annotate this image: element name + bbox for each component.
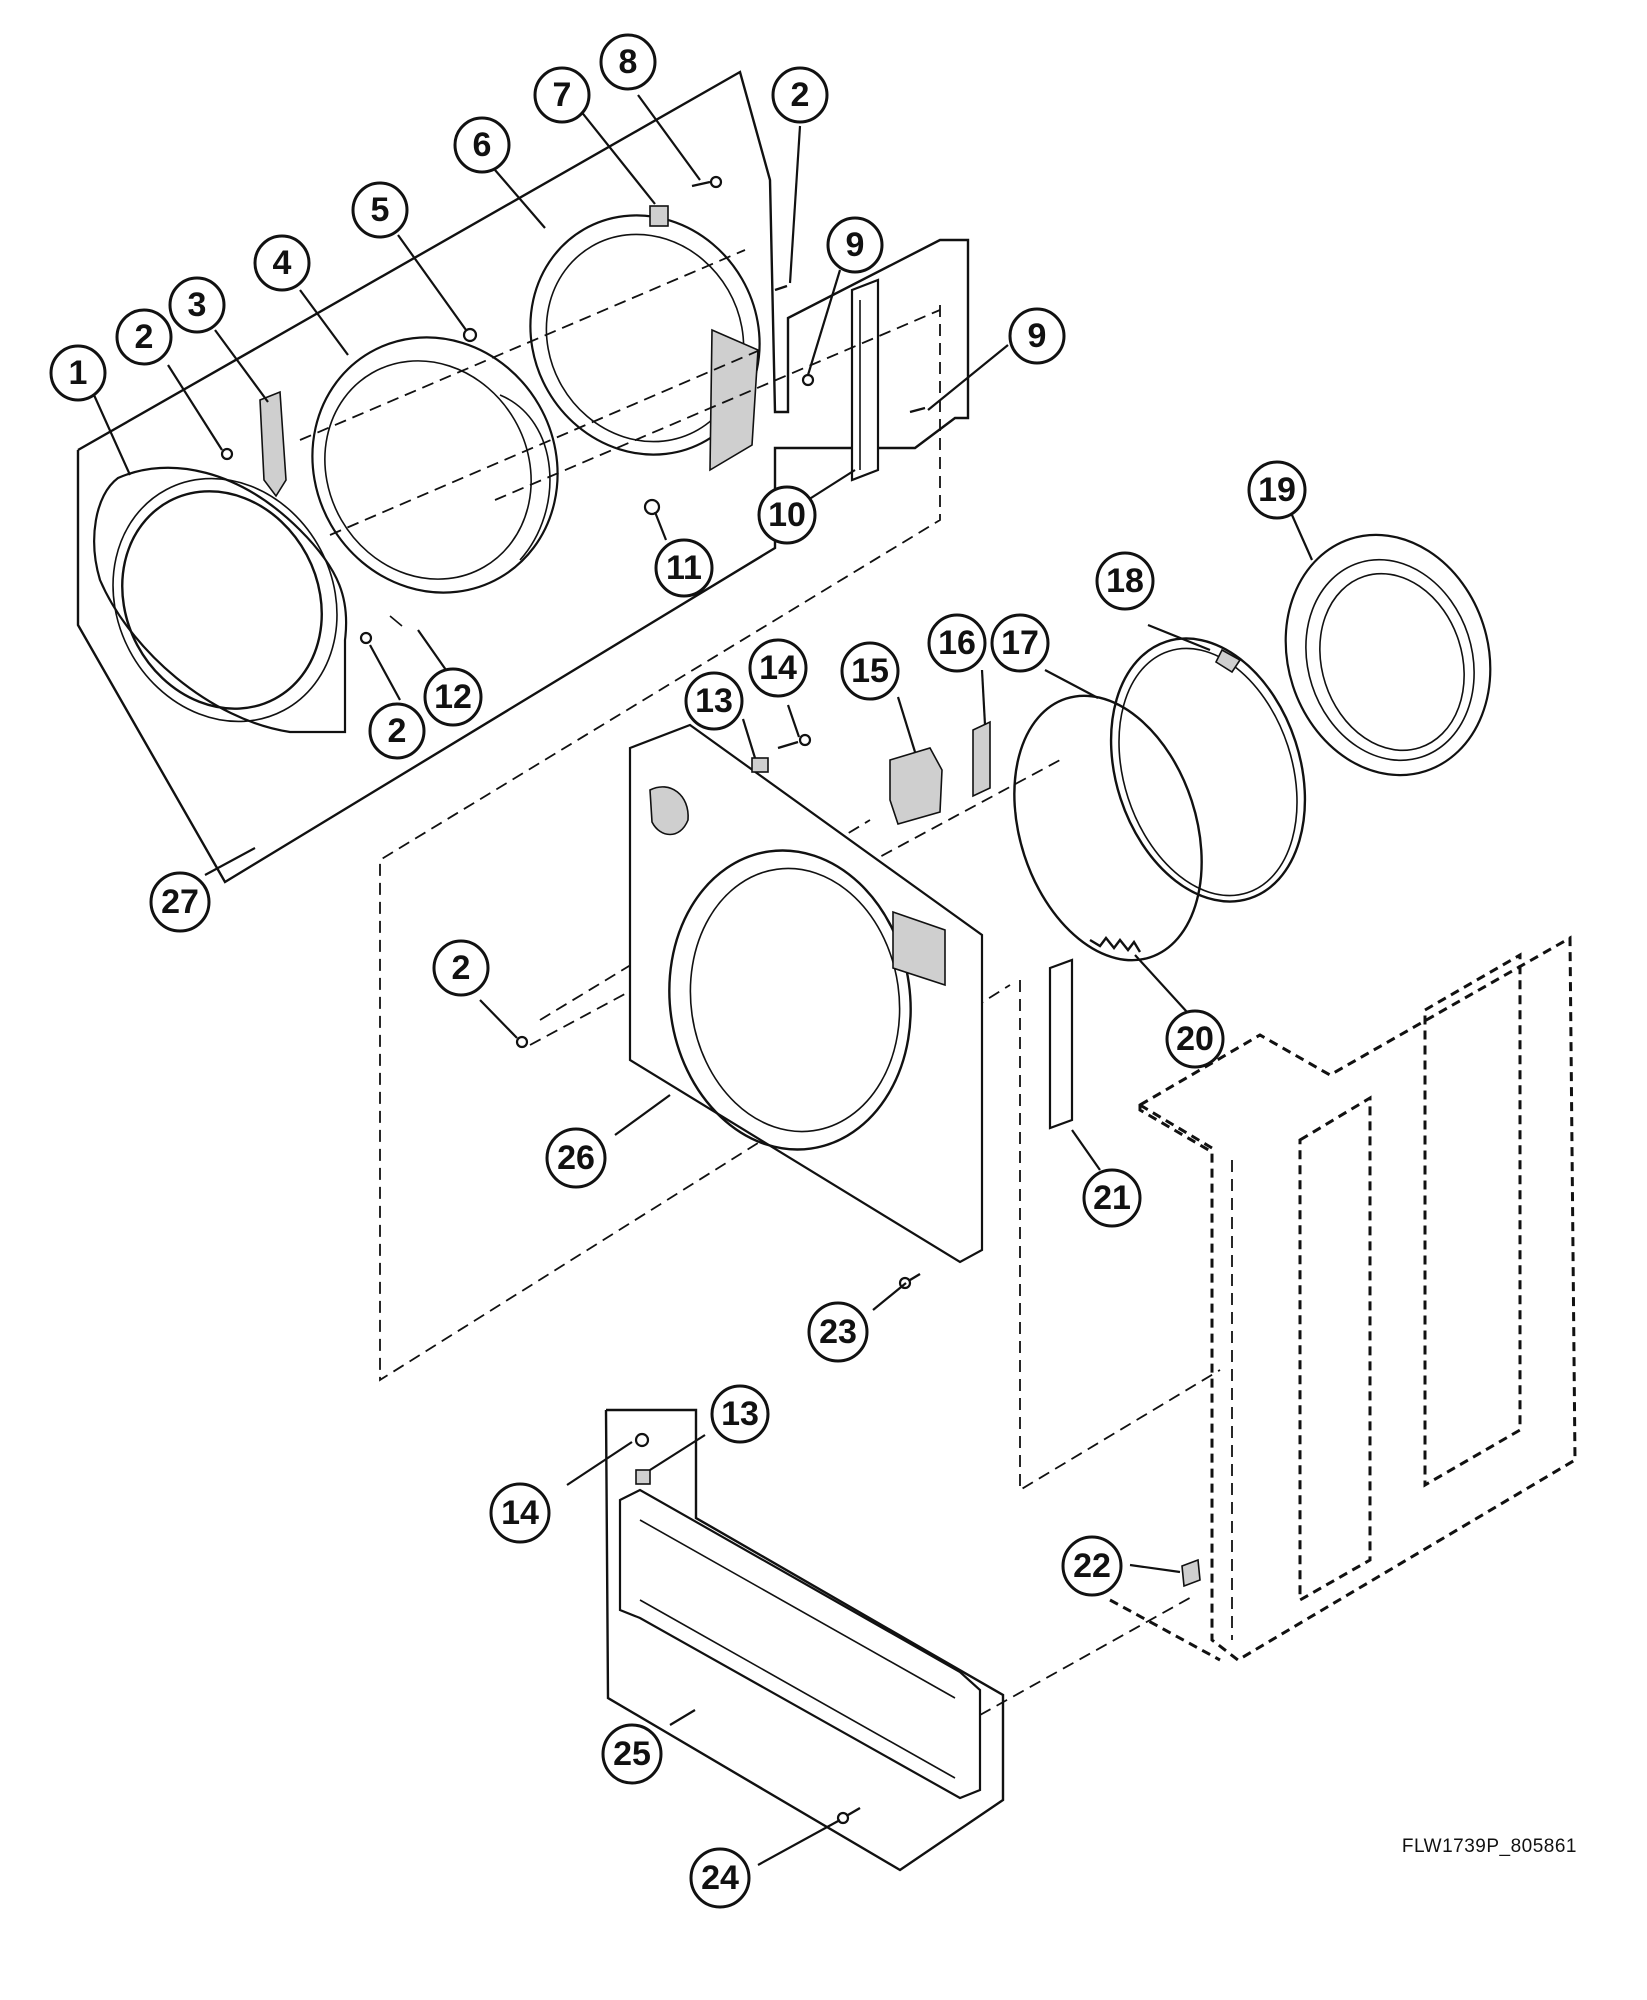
callout-19: 19: [1247, 460, 1307, 520]
callout-13-b: 13: [710, 1384, 770, 1444]
svg-text:13: 13: [721, 1395, 759, 1433]
callout-20: 20: [1165, 1009, 1225, 1069]
part-1-door-trim: [93, 466, 348, 734]
assembly-27-outline: [76, 70, 970, 884]
svg-text:9: 9: [846, 226, 865, 264]
callout-18: 18: [1095, 551, 1155, 611]
svg-text:22: 22: [1073, 1547, 1111, 1585]
assembly-25-outline: [604, 1408, 1005, 1872]
callout-12: 12: [423, 667, 483, 727]
callout-2-a: 2: [115, 308, 173, 366]
callout-25: 25: [601, 1723, 663, 1785]
svg-text:15: 15: [851, 652, 889, 690]
callout-2-e: 2: [432, 939, 490, 997]
callout-16: 16: [927, 613, 987, 673]
part-20-spring: [1089, 936, 1142, 953]
svg-text:11: 11: [666, 549, 702, 587]
small-fasteners-top: [220, 175, 788, 645]
svg-text:2: 2: [388, 712, 407, 750]
callout-27: 27: [149, 871, 211, 933]
callout-8: 8: [599, 33, 657, 91]
callout-4: 4: [253, 234, 311, 292]
svg-text:14: 14: [501, 1494, 539, 1532]
kick-panel: [618, 1432, 982, 1825]
svg-text:2: 2: [791, 76, 810, 114]
svg-text:5: 5: [371, 191, 390, 229]
part-22-clip: [1181, 1558, 1201, 1588]
svg-text:10: 10: [768, 496, 806, 534]
svg-text:3: 3: [188, 286, 207, 324]
callout-5: 5: [351, 181, 409, 239]
part-17-wire-clamp: [1013, 694, 1203, 962]
svg-text:2: 2: [135, 318, 154, 356]
callout-10: 10: [757, 485, 817, 545]
callout-2-b: 2: [771, 66, 829, 124]
svg-text:25: 25: [613, 1735, 651, 1773]
svg-text:8: 8: [619, 43, 638, 81]
svg-text:24: 24: [701, 1859, 739, 1897]
callout-21: 21: [1082, 1168, 1142, 1228]
svg-text:21: 21: [1093, 1179, 1131, 1217]
callout-3: 3: [168, 276, 226, 334]
callout-9-b: 9: [1008, 307, 1066, 365]
drawing-reference-code: FLW1739P_805861: [1401, 1836, 1577, 1857]
part-15-latch: [889, 747, 943, 825]
svg-text:27: 27: [161, 883, 199, 921]
cabinet-reference-dashed: [1109, 935, 1577, 1662]
callout-1: 1: [49, 344, 107, 402]
callout-14-a: 14: [748, 638, 808, 698]
callouts: 1 2 3 4 5 6 7 8 2 9 9 2 10 11 12 2 27 13…: [49, 33, 1307, 1909]
svg-text:1: 1: [69, 354, 88, 392]
callout-23: 23: [807, 1301, 869, 1363]
svg-text:6: 6: [473, 126, 492, 164]
callout-2-d: 2: [368, 702, 426, 760]
callout-24: 24: [689, 1847, 751, 1909]
svg-text:19: 19: [1258, 471, 1296, 509]
callout-26: 26: [545, 1127, 607, 1189]
callout-13-a: 13: [684, 671, 744, 731]
part-21-hinge-bracket: [1048, 958, 1074, 1130]
svg-text:26: 26: [557, 1139, 595, 1177]
part-13-14-hardware-top: [751, 733, 812, 773]
svg-text:14: 14: [759, 649, 797, 687]
part-18-boot-ring: [1109, 637, 1307, 903]
svg-text:18: 18: [1106, 562, 1144, 600]
svg-text:20: 20: [1176, 1020, 1214, 1058]
svg-text:16: 16: [938, 624, 976, 662]
svg-text:2: 2: [452, 949, 471, 987]
callout-17: 17: [990, 613, 1050, 673]
callout-9-a: 9: [826, 216, 884, 274]
svg-text:9: 9: [1028, 317, 1047, 355]
part-19-door-boot: [1284, 533, 1492, 777]
part-16-strike: [972, 720, 991, 798]
svg-text:12: 12: [434, 678, 472, 716]
callout-6: 6: [453, 116, 511, 174]
part-3-hinge-cover: [259, 390, 287, 498]
part-6-inner-door-ring: [529, 214, 761, 472]
svg-text:13: 13: [695, 682, 733, 720]
part-26-front-panel: [515, 723, 984, 1264]
callout-15: 15: [840, 641, 900, 701]
svg-text:4: 4: [273, 244, 292, 282]
svg-text:23: 23: [819, 1313, 857, 1351]
svg-text:17: 17: [1001, 624, 1039, 662]
callout-22: 22: [1061, 1535, 1123, 1597]
callout-11: 11: [654, 538, 714, 598]
part-4-door-glass: [311, 336, 559, 594]
svg-text:7: 7: [553, 76, 572, 114]
callout-14-b: 14: [489, 1482, 551, 1544]
part-10-hinge: [801, 278, 926, 482]
callout-7: 7: [533, 66, 591, 124]
